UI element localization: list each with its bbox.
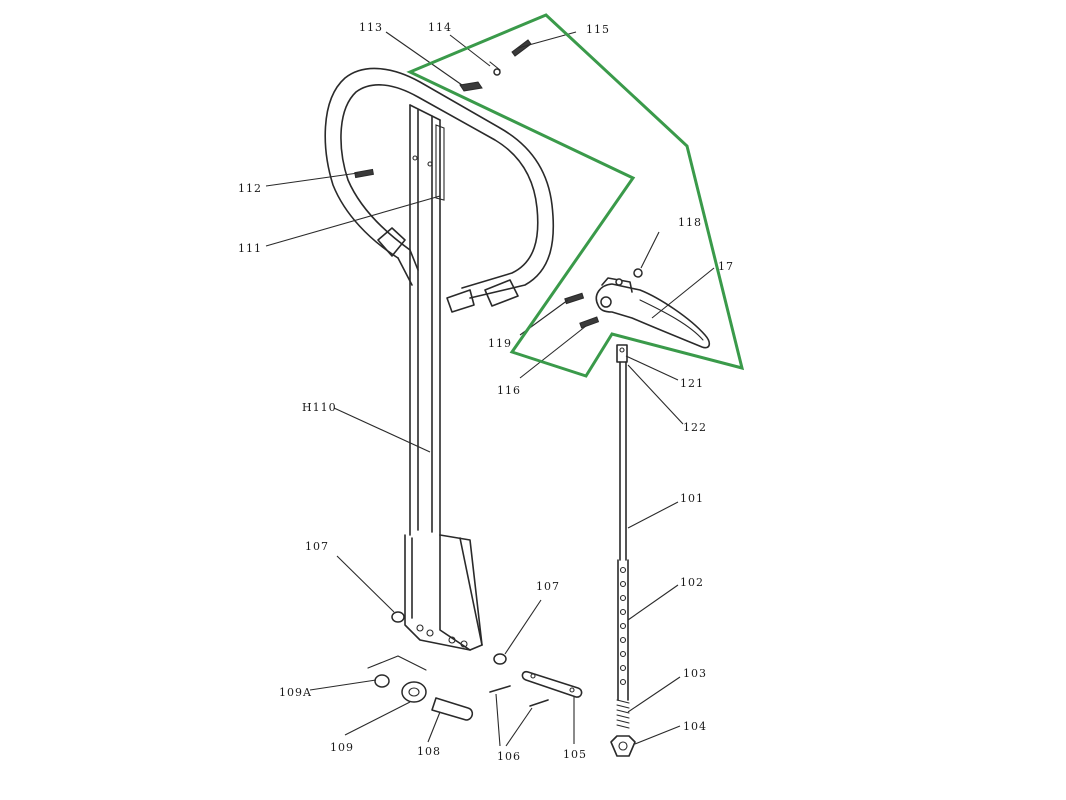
- label-103: 103: [683, 667, 707, 680]
- part-labels: 113 114 115 112 111 118 17 119 116 121 1…: [238, 21, 734, 763]
- part-115: [511, 39, 532, 57]
- label-106: 106: [497, 750, 521, 763]
- label-118: 118: [678, 216, 702, 229]
- part-113: [459, 81, 483, 92]
- label-122: 122: [683, 421, 707, 434]
- label-111: 111: [238, 242, 262, 255]
- label-104: 104: [683, 720, 707, 733]
- roller-109: [401, 681, 427, 703]
- label-109A: 109A: [279, 686, 312, 699]
- label-112: 112: [238, 182, 262, 195]
- pin-112: [354, 168, 374, 179]
- label-119: 119: [488, 337, 512, 350]
- push-rod: [610, 344, 636, 757]
- label-109: 109: [330, 741, 354, 754]
- leader-lines: [265, 31, 715, 747]
- label-101: 101: [680, 492, 704, 505]
- label-115: 115: [586, 23, 610, 36]
- link-105: [521, 670, 583, 698]
- label-114: 114: [428, 21, 452, 34]
- label-116: 116: [497, 384, 521, 397]
- label-105: 105: [563, 748, 587, 761]
- part-114: [489, 61, 501, 76]
- label-H110: H110: [302, 401, 337, 414]
- label-113: 113: [359, 21, 383, 34]
- label-17: 17: [718, 260, 734, 273]
- bracket-lines: [367, 655, 427, 671]
- lever-assembly: [595, 277, 711, 349]
- bushing-109A: [374, 674, 390, 688]
- label-107-right: 107: [536, 580, 560, 593]
- pins-106: [489, 685, 549, 707]
- shaft-108: [431, 697, 474, 721]
- label-107-left: 107: [305, 540, 329, 553]
- bushing-107-left: [391, 611, 405, 623]
- pin-116: [579, 316, 600, 329]
- washer-118: [633, 268, 643, 278]
- label-108: 108: [417, 745, 441, 758]
- label-102: 102: [680, 576, 704, 589]
- label-121: 121: [680, 377, 704, 390]
- handle-frame: [324, 67, 555, 651]
- bushing-107-right: [493, 653, 507, 665]
- pin-119: [564, 292, 585, 305]
- highlight-outline: [406, 13, 745, 378]
